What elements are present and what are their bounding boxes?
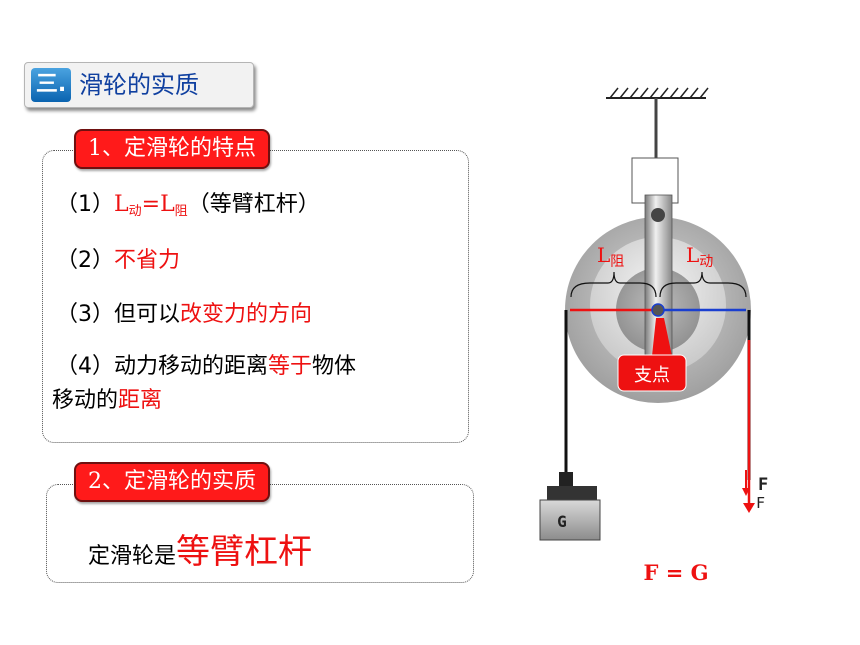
- force-label-1: F: [758, 475, 768, 495]
- essence-label: 2、定滑轮的实质: [74, 462, 270, 502]
- item-number: （4）: [56, 354, 114, 379]
- feature-item-4: （4）动力移动的距离等于物体: [56, 352, 356, 382]
- item-number: （1）: [56, 192, 114, 217]
- effort-arm-brace: [659, 271, 747, 298]
- fulcrum-callout: 支点: [617, 318, 687, 392]
- features-label: 1、定滑轮的特点: [74, 129, 270, 169]
- section-header: 三. 滑轮的实质: [24, 62, 254, 108]
- ceiling-support: [606, 87, 709, 204]
- item-number: （2）: [56, 248, 114, 273]
- feature-item-3: （3）但可以改变力的方向: [56, 300, 312, 330]
- axle-icon: [651, 303, 665, 317]
- item-text: 但可以: [114, 302, 181, 327]
- item-text: 物体: [312, 354, 357, 379]
- equation: F = G: [643, 560, 708, 585]
- statement-text: 定滑轮是: [88, 544, 177, 569]
- item-highlight: 距离: [118, 388, 163, 413]
- pulley-bracket: [644, 194, 673, 356]
- weight-block: G: [539, 472, 601, 541]
- item-text: 移动的: [52, 388, 119, 413]
- item-highlight: 不省力: [114, 248, 181, 273]
- force-label-2: F: [756, 494, 765, 512]
- item-number: （3）: [56, 302, 114, 327]
- force-arrow: [742, 340, 755, 513]
- section-number-badge: 三.: [31, 68, 71, 102]
- feature-item-4-continued: 移动的距离: [52, 386, 162, 416]
- feature-item-1: （1）L动=L阻（等臂杠杆）: [56, 190, 320, 227]
- effort-arm-label: L动: [686, 243, 713, 270]
- item-text: （等臂杠杆）: [187, 192, 320, 217]
- svg-text:G: G: [557, 512, 567, 531]
- statement-highlight: 等臂杠杆: [176, 532, 313, 572]
- item-text: 动力移动的距离: [114, 354, 269, 379]
- svg-text:支点: 支点: [634, 365, 670, 386]
- resistance-arm-brace: [570, 271, 657, 298]
- item-highlight: 等于: [268, 354, 313, 379]
- effort-arm-symbol: L动=L阻: [114, 192, 188, 219]
- item-highlight: 改变力的方向: [180, 302, 313, 327]
- essence-statement: 定滑轮是等臂杠杆: [88, 524, 312, 573]
- section-title: 滑轮的实质: [79, 71, 199, 99]
- feature-item-2: （2）不省力: [56, 246, 180, 276]
- resistance-arm-label: L阻: [597, 243, 624, 270]
